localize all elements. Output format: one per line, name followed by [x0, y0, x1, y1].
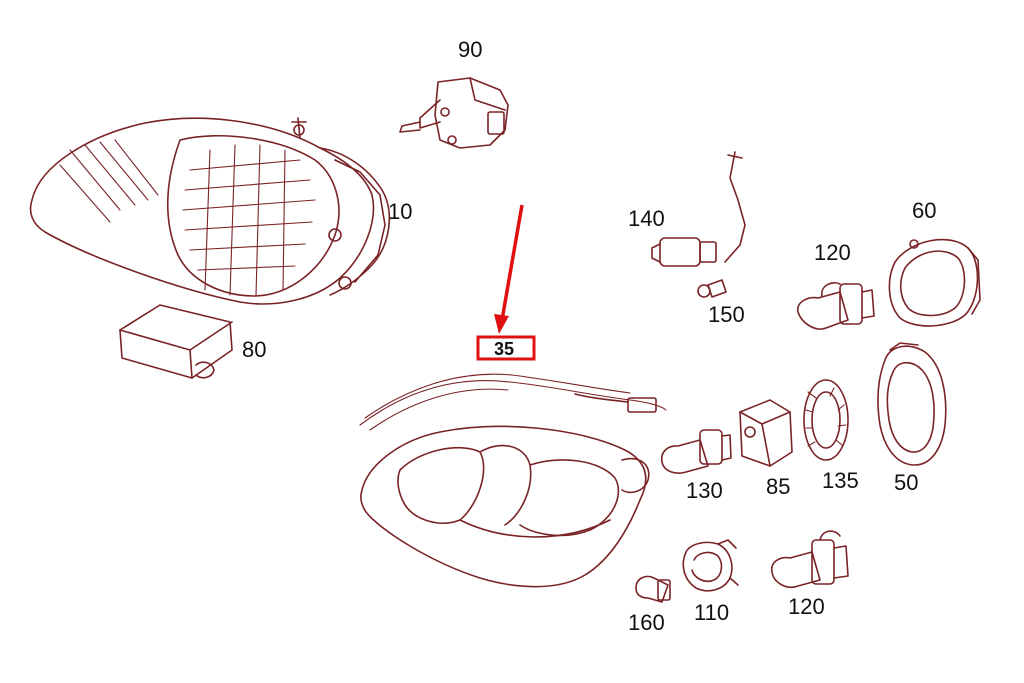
- label-160: 160: [628, 610, 665, 635]
- part-10-headlamp-housing: [29, 117, 391, 305]
- label-110: 110: [694, 600, 729, 625]
- part-130-bulb: [660, 429, 732, 474]
- part-35-headlamp-assembly: [359, 373, 667, 588]
- part-80-control-unit: [119, 304, 233, 379]
- part-110-socket: [682, 539, 739, 592]
- part-90-leveling-motor: [399, 77, 509, 149]
- label-35: 35: [494, 339, 514, 359]
- highlight-arrow: [494, 204, 524, 334]
- label-80: 80: [242, 337, 266, 362]
- label-50: 50: [894, 470, 918, 495]
- label-85: 85: [766, 474, 790, 499]
- part-120-bulb-top: [797, 281, 875, 330]
- label-10: 10: [388, 199, 412, 224]
- label-140: 140: [628, 206, 665, 231]
- part-160-bulb: [635, 575, 671, 603]
- label-150: 150: [708, 302, 745, 327]
- label-120-top: 120: [814, 240, 851, 265]
- label-130: 130: [686, 478, 723, 503]
- part-85-adapter: [739, 399, 793, 467]
- label-135: 135: [822, 468, 859, 493]
- label-120-bottom: 120: [788, 594, 825, 619]
- part-60-cover: [888, 238, 981, 327]
- label-90: 90: [458, 37, 482, 62]
- label-60: 60: [912, 198, 936, 223]
- part-50-frame: [877, 342, 947, 466]
- part-150-small-bulb: [697, 279, 727, 298]
- part-135-ring: [803, 379, 849, 461]
- part-140-bulb-with-lead: [651, 151, 746, 267]
- highlight-box-35: [476, 335, 536, 361]
- part-120-bulb-bottom: [770, 530, 849, 588]
